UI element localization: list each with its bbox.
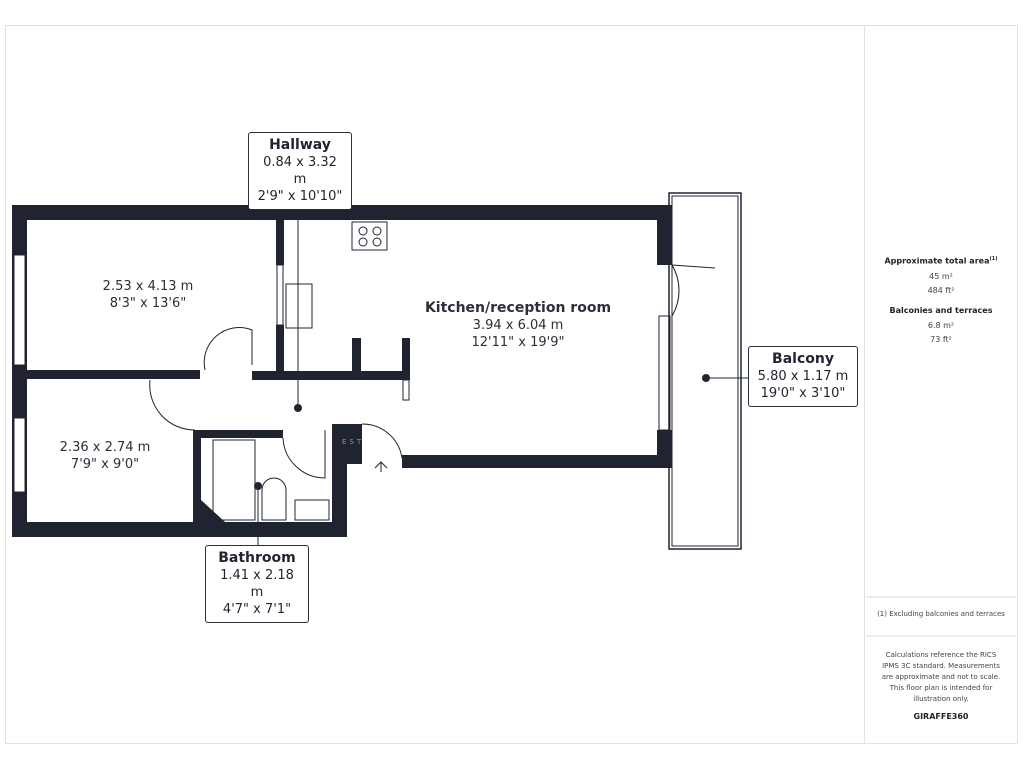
balcony-marker — [702, 374, 710, 382]
wall-stub-1 — [352, 338, 361, 373]
wall-hall-left-lower — [276, 325, 284, 378]
wall-kitchen-bottom — [402, 455, 672, 468]
door-bedroom1 — [203, 327, 253, 371]
wall-hall-kitchen — [252, 371, 410, 380]
wall-cupboard — [332, 424, 362, 464]
windows — [13, 254, 671, 493]
shower-icon — [212, 439, 256, 521]
page-frame — [5, 25, 1018, 744]
room-imperial: 2'9" x 10'10" — [257, 189, 343, 204]
toilet-icon — [261, 477, 287, 521]
wall-bath-top — [195, 430, 283, 438]
balconies-heading: Balconies and terraces — [889, 305, 993, 315]
disclaimer: Calculations reference the RICS IPMS 3C … — [881, 651, 1001, 703]
fixtures — [149, 192, 748, 550]
room-metric: 0.84 x 3.32 m — [263, 155, 337, 187]
room-metric: 2.36 x 2.74 m — [59, 440, 151, 455]
panel-divider — [864, 25, 865, 744]
wall-bath-left — [193, 430, 201, 522]
footnote-marker: (1) — [989, 256, 998, 262]
window-kitchen-small — [402, 379, 410, 401]
window-left-1 — [13, 254, 26, 366]
hallway-marker — [294, 404, 302, 412]
hob-icon — [351, 221, 388, 251]
room-metric: 1.41 x 2.18 m — [220, 568, 294, 600]
balconies-ft2: 73 ft² — [930, 334, 952, 344]
room-imperial: 4'7" x 7'1" — [222, 602, 292, 617]
room-metric: 2.53 x 4.13 m — [102, 279, 194, 294]
window-left-2 — [13, 417, 26, 493]
room-name: Hallway — [269, 137, 331, 153]
door-kitchen — [361, 423, 403, 459]
cupboard-label: EST — [342, 438, 364, 446]
bathroom-label: Bathroom 1.41 x 2.18 m 4'7" x 7'1" — [205, 545, 309, 623]
balconies-m2: 6.8 m² — [927, 320, 955, 330]
wall-stub-2 — [402, 338, 410, 378]
balcony-inner — [671, 195, 739, 547]
room-metric: 3.94 x 6.04 m — [472, 318, 564, 333]
window-right — [658, 315, 671, 431]
total-ft2: 484 ft² — [927, 285, 955, 295]
total-m2: 45 m² — [929, 271, 953, 281]
bedroom1-label: 2.53 x 4.13 m 8'3" x 13'6" — [90, 278, 206, 312]
door-bathroom — [282, 430, 326, 479]
room-imperial: 7'9" x 9'0" — [70, 457, 140, 472]
sink-icon — [285, 283, 313, 329]
bedroom2-label: 2.36 x 2.74 m 7'9" x 9'0" — [50, 439, 160, 473]
room-name: Kitchen/reception room — [424, 300, 612, 316]
room-name: Bathroom — [218, 550, 296, 566]
separator — [866, 596, 1018, 598]
total-heading: Approximate total area — [884, 256, 990, 266]
wall-top — [12, 205, 672, 220]
walls — [12, 205, 672, 537]
room-metric: 5.80 x 1.17 m — [757, 369, 849, 384]
floor-plan: EST — [12, 192, 748, 550]
basin-icon — [294, 499, 330, 521]
wall-bottom-left — [12, 522, 347, 537]
wall-hall-left — [276, 220, 284, 265]
separator — [866, 635, 1018, 637]
wall-bedroom-divider — [27, 370, 200, 379]
window-hall — [276, 264, 284, 326]
door-bedroom2 — [149, 379, 196, 431]
kitchen-label: Kitchen/reception room 3.94 x 6.04 m 12'… — [420, 300, 616, 351]
room-imperial: 8'3" x 13'6" — [109, 296, 187, 311]
footnote: (1) Excluding balconies and terraces — [877, 610, 1005, 618]
entrance-arrow-icon — [374, 461, 388, 472]
room-name: Balcony — [772, 351, 834, 367]
door-balcony — [671, 264, 716, 317]
total-area: Approximate total area(1) 45 m² 484 ft² … — [866, 256, 1016, 347]
balcony-label: Balcony 5.80 x 1.17 m 19'0" x 3'10" — [748, 346, 858, 407]
room-imperial: 12'11" x 19'9" — [471, 335, 565, 350]
room-imperial: 19'0" x 3'10" — [760, 386, 846, 401]
bathroom-marker — [254, 482, 262, 490]
hallway-label: Hallway 0.84 x 3.32 m 2'9" x 10'10" — [248, 132, 352, 210]
balcony-outline — [668, 192, 742, 550]
brand-logo: GIRAFFE360 — [913, 712, 969, 721]
